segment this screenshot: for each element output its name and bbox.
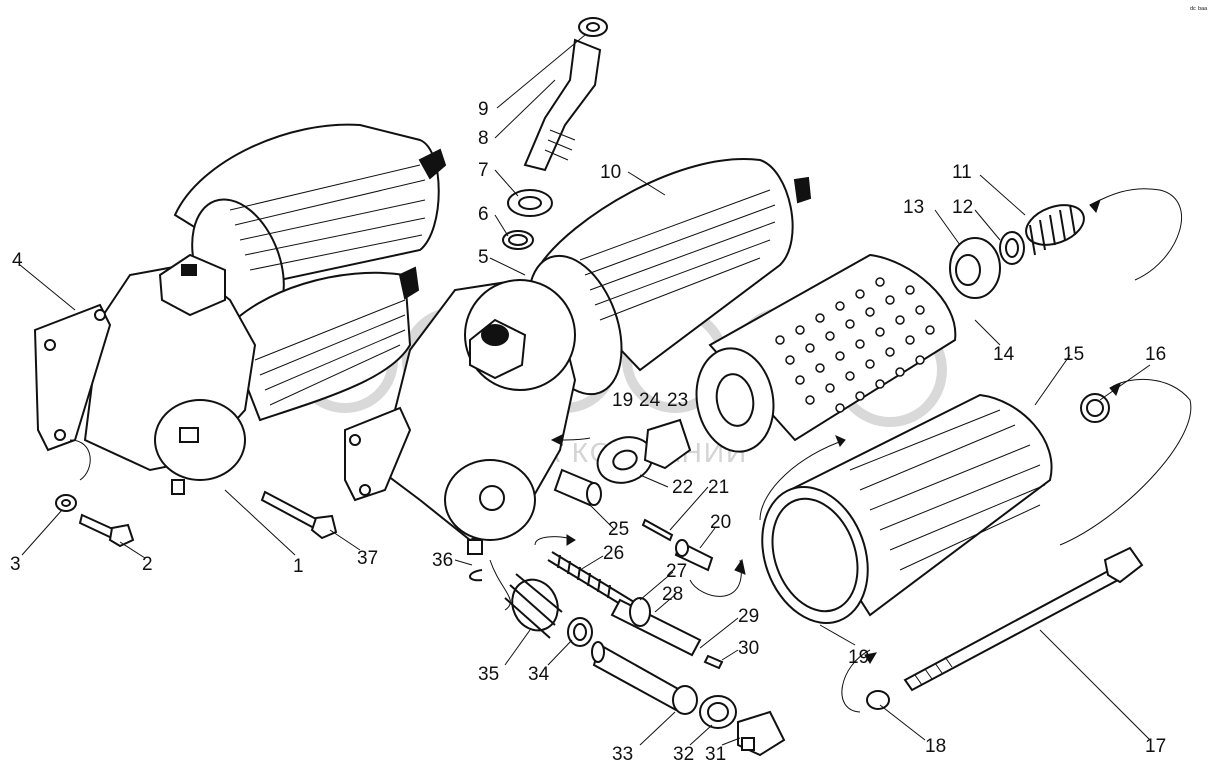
label-23: 23 xyxy=(667,390,688,411)
part-20-sleeve xyxy=(674,539,714,572)
assembled-filter xyxy=(33,123,447,495)
leader-lines xyxy=(19,34,1151,746)
part-6-ring xyxy=(502,230,534,250)
label-20: 20 xyxy=(710,512,731,533)
part-34-ring xyxy=(567,617,593,647)
part-2-bolt xyxy=(78,513,135,548)
label-37: 37 xyxy=(357,548,378,569)
exploded-housing xyxy=(344,158,812,555)
label-9: 9 xyxy=(478,99,489,120)
label-30: 30 xyxy=(738,638,759,659)
part-35-spring xyxy=(504,573,563,639)
label-29: 29 xyxy=(738,606,759,627)
label-10: 10 xyxy=(600,162,621,183)
label-35: 35 xyxy=(478,664,499,685)
label-34: 34 xyxy=(528,664,550,685)
label-25: 25 xyxy=(608,519,629,540)
part-25-sleeve xyxy=(553,468,602,507)
label-18: 18 xyxy=(925,736,946,757)
label-4: 4 xyxy=(12,250,23,271)
part-16-ring xyxy=(1080,393,1110,423)
label-13: 13 xyxy=(903,197,924,218)
part-21-pin xyxy=(641,518,674,542)
part-31-plug xyxy=(737,710,786,757)
part-8-valve xyxy=(523,38,602,172)
label-5: 5 xyxy=(478,247,489,268)
label-14: 14 xyxy=(993,344,1015,365)
label-26: 26 xyxy=(603,543,624,564)
label-19a: 19 xyxy=(612,390,633,411)
label-24: 24 xyxy=(639,390,661,411)
part-17-long-bolt xyxy=(903,546,1144,692)
part-30-screw xyxy=(703,654,724,670)
corner-mark: ᵈᶜ ᵇᵃᵃ xyxy=(1190,5,1208,14)
label-11: 11 xyxy=(952,162,972,183)
part-23-plug xyxy=(643,418,692,470)
label-7: 7 xyxy=(478,160,489,181)
part-28-valve xyxy=(610,597,702,657)
label-27: 27 xyxy=(666,561,687,582)
part-3-washer xyxy=(55,494,77,512)
label-1: 1 xyxy=(293,556,304,577)
part-15-filter-can xyxy=(761,393,1053,624)
label-33: 33 xyxy=(612,744,633,765)
part-11-spring xyxy=(1025,204,1085,256)
label-16: 16 xyxy=(1145,344,1166,365)
part-37-bolt xyxy=(260,490,338,540)
label-3: 3 xyxy=(10,554,21,575)
part-labels: 1 2 3 4 5 6 7 8 9 10 11 12 13 14 15 16 1… xyxy=(10,99,1166,765)
part-14-filter-element xyxy=(695,253,957,453)
flow-arrows xyxy=(69,188,1192,713)
label-36: 36 xyxy=(432,550,453,571)
part-12-washer xyxy=(999,231,1025,265)
label-8: 8 xyxy=(478,128,489,149)
label-6: 6 xyxy=(478,204,489,225)
part-7-washer xyxy=(507,189,553,217)
label-28: 28 xyxy=(662,584,683,605)
part-36-snap-ring xyxy=(469,569,483,582)
label-22: 22 xyxy=(672,477,693,498)
label-12: 12 xyxy=(952,197,973,218)
label-2: 2 xyxy=(142,554,153,575)
label-15: 15 xyxy=(1063,344,1084,365)
part-32-ring xyxy=(699,695,737,729)
part-9-nut xyxy=(578,17,608,37)
part-18-ring xyxy=(866,690,890,710)
label-32: 32 xyxy=(673,744,694,765)
label-17: 17 xyxy=(1145,736,1166,757)
part-26-spring xyxy=(547,551,635,611)
label-21: 21 xyxy=(708,477,729,498)
label-19b: 19 xyxy=(848,647,869,668)
part-33-piston xyxy=(591,641,698,715)
label-31: 31 xyxy=(705,744,726,765)
part-13-seal xyxy=(949,237,1001,299)
